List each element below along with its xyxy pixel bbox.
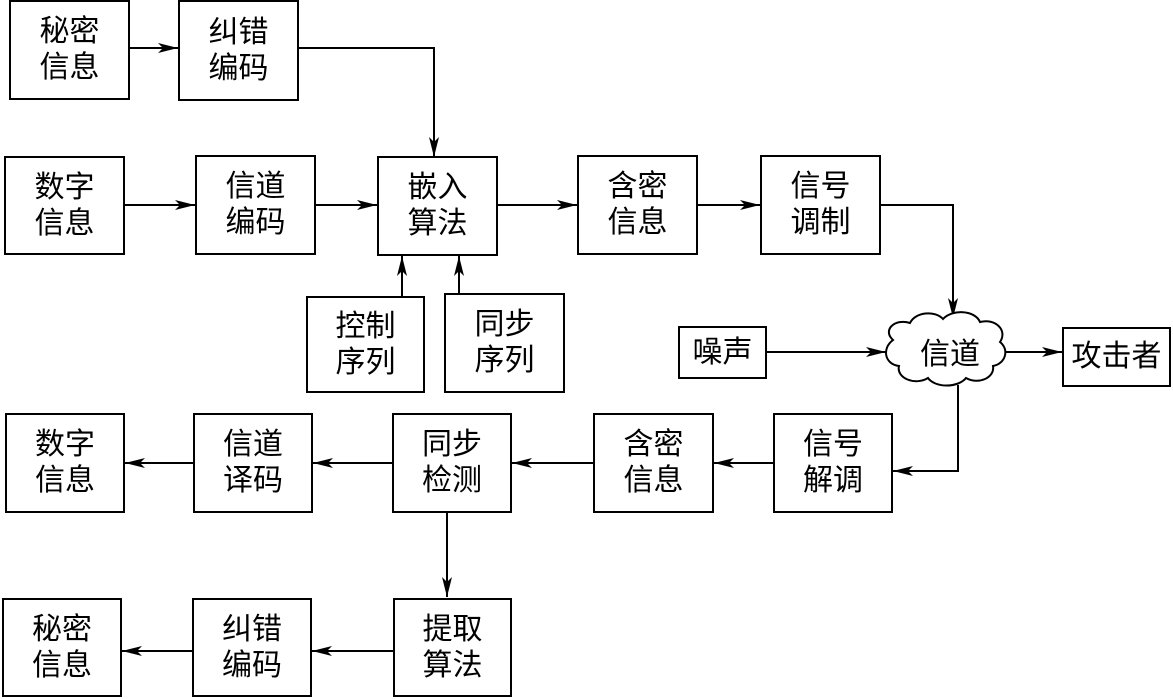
- stego-info-rx-line2: 信息: [623, 463, 684, 498]
- stego-info-rx-box: 含密 信息: [593, 413, 714, 513]
- sync-detection-line2: 检测: [422, 463, 482, 498]
- digital-info-source-line2: 信息: [34, 205, 95, 241]
- control-sequence-line2: 序列: [335, 344, 396, 380]
- channel-decode-box: 信道 译码: [193, 413, 313, 513]
- ecc-decode-line1: 纠错: [222, 611, 282, 647]
- signal-modulation-line2: 调制: [790, 205, 851, 240]
- arrow-ecc-to-embed: [298, 47, 439, 157]
- noise-box: 噪声: [678, 326, 767, 379]
- channel-encode-box: 信道 编码: [195, 155, 316, 255]
- embed-algorithm-box: 嵌入 算法: [377, 156, 498, 256]
- channel-decode-line1: 信道: [223, 427, 283, 462]
- stego-info-tx-line1: 含密: [607, 169, 668, 204]
- secret-info-source-box: 秘密 信息: [9, 0, 130, 100]
- digital-info-source-box: 数字 信息: [4, 156, 125, 255]
- secret-info-source-line2: 信息: [39, 50, 100, 85]
- ecc-encode-box: 纠错 编码: [178, 0, 299, 101]
- channel-decode-line2: 译码: [223, 463, 283, 498]
- noise-label: 噪声: [692, 334, 753, 370]
- ecc-decode-line2: 编码: [222, 647, 282, 683]
- signal-demodulation-box: 信号 解调: [773, 413, 893, 513]
- sync-sequence-box: 同步 序列: [444, 293, 565, 393]
- secret-info-source-line1: 秘密: [39, 14, 100, 49]
- extract-algorithm-box: 提取 算法: [393, 598, 512, 697]
- stego-info-rx-line1: 含密: [623, 427, 684, 462]
- stego-info-tx-line2: 信息: [607, 205, 668, 240]
- channel-label: 信道: [920, 337, 980, 372]
- ecc-encode-line1: 纠错: [208, 14, 269, 50]
- digital-info-output-box: 数字 信息: [5, 413, 125, 513]
- channel-cloud-shape: [885, 311, 1007, 387]
- signal-demodulation-line1: 信号: [803, 427, 863, 462]
- secret-info-output-box: 秘密 信息: [2, 598, 122, 697]
- channel-encode-line1: 信道: [225, 169, 286, 204]
- digital-info-output-line2: 信息: [35, 463, 95, 498]
- secret-info-output-line1: 秘密: [32, 611, 92, 647]
- arrow-modulation-to-channel: [880, 204, 958, 318]
- control-sequence-line1: 控制: [335, 308, 396, 344]
- control-sequence-box: 控制 序列: [306, 296, 425, 393]
- signal-modulation-line1: 信号: [790, 169, 851, 204]
- sync-detection-box: 同步 检测: [392, 413, 512, 513]
- attacker-label: 攻击者: [1071, 339, 1162, 374]
- embed-algorithm-line2: 算法: [407, 206, 468, 241]
- digital-info-source-line1: 数字: [34, 169, 95, 205]
- stego-info-tx-box: 含密 信息: [577, 155, 698, 255]
- ecc-decode-box: 纠错 编码: [192, 598, 312, 697]
- digital-info-output-line1: 数字: [35, 427, 95, 462]
- arrow-channel-to-demodulation: [893, 385, 959, 476]
- signal-modulation-box: 信号 调制: [760, 155, 881, 255]
- extract-algorithm-line2: 算法: [422, 647, 483, 683]
- sync-detection-line1: 同步: [422, 427, 482, 462]
- sync-sequence-line2: 序列: [474, 343, 535, 378]
- signal-demodulation-line2: 解调: [803, 463, 863, 498]
- channel-encode-line2: 编码: [225, 205, 286, 240]
- attacker-box: 攻击者: [1062, 327, 1171, 387]
- secret-info-output-line2: 信息: [32, 647, 92, 683]
- ecc-encode-line2: 编码: [208, 50, 269, 86]
- embed-algorithm-line1: 嵌入: [407, 170, 468, 205]
- extract-algorithm-line1: 提取: [422, 611, 483, 647]
- sync-sequence-line1: 同步: [474, 307, 535, 342]
